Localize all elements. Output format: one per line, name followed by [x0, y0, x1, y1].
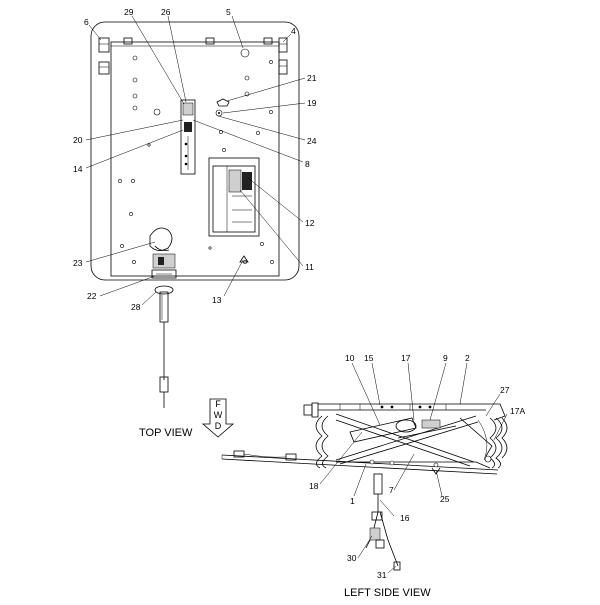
mounting-plate [110, 41, 280, 277]
clip-13 [239, 255, 249, 263]
callout-10: 10 [345, 353, 355, 363]
callout-21: 21 [307, 73, 317, 83]
side-view-leaders [319, 362, 508, 574]
callout-7: 7 [389, 485, 394, 495]
callout-11: 11 [305, 262, 314, 272]
fwd-arrow-text: F W D [214, 399, 223, 431]
callout-30: 30 [347, 553, 357, 563]
bellows-rear [489, 417, 497, 469]
callout-6: 6 [84, 17, 89, 27]
callout-28: 28 [131, 302, 141, 312]
fwd-letter-w: W [214, 410, 223, 420]
callout-12: 12 [305, 218, 315, 228]
right-bolt-lower [278, 59, 288, 75]
left-bolt-upper [98, 37, 110, 53]
harness-clamp [149, 227, 173, 251]
callout-25: 25 [440, 494, 450, 504]
left-side-view-title: LEFT SIDE VIEW [344, 587, 431, 599]
grommet-28 [154, 285, 174, 295]
callout-1: 1 [350, 496, 355, 506]
callout-18: 18 [309, 481, 319, 491]
callout-9: 9 [443, 353, 448, 363]
callout-23: 23 [73, 258, 83, 268]
fwd-letter-d: D [215, 421, 222, 431]
scissor-arm-b [335, 415, 477, 461]
callout-27: 27 [500, 385, 510, 395]
top-view-title: TOP VIEW [139, 427, 193, 439]
mount-25 [431, 467, 441, 475]
side-view-assembly [221, 402, 508, 571]
callout-26: 26 [161, 7, 171, 17]
callout-8: 8 [305, 159, 310, 169]
callout-labels: 6 29 26 5 4 21 19 24 8 20 14 12 11 23 22… [73, 7, 525, 580]
callout-4: 4 [291, 26, 296, 36]
right-bolt-upper [278, 37, 288, 53]
latch-bracket [180, 99, 196, 175]
callout-17a: 17A [510, 406, 525, 416]
callout-17: 17 [401, 353, 411, 363]
bellows-front [315, 415, 323, 469]
callout-15: 15 [364, 353, 374, 363]
callout-29: 29 [124, 7, 134, 17]
fitting-21 [216, 98, 230, 107]
control-box [208, 157, 260, 237]
actuator [349, 417, 417, 443]
connector-30 [369, 527, 381, 541]
terminal-31 [393, 561, 401, 571]
callout-14: 14 [73, 164, 83, 174]
fwd-arrow [201, 398, 235, 438]
outer-frame [90, 21, 300, 281]
callout-19: 19 [307, 98, 317, 108]
callout-13: 13 [212, 295, 222, 305]
callout-5: 5 [226, 7, 231, 17]
callout-2: 2 [465, 353, 470, 363]
fastener-5 [240, 48, 250, 58]
callout-22: 22 [87, 291, 97, 301]
top-view-assembly [90, 21, 300, 408]
left-bolt-lower [98, 61, 110, 75]
callout-24: 24 [307, 136, 317, 146]
fwd-letter-f: F [215, 399, 221, 409]
callout-20: 20 [73, 135, 83, 145]
callout-16: 16 [400, 513, 410, 523]
callout-31: 31 [377, 570, 387, 580]
top-view-leaders [85, 15, 306, 306]
